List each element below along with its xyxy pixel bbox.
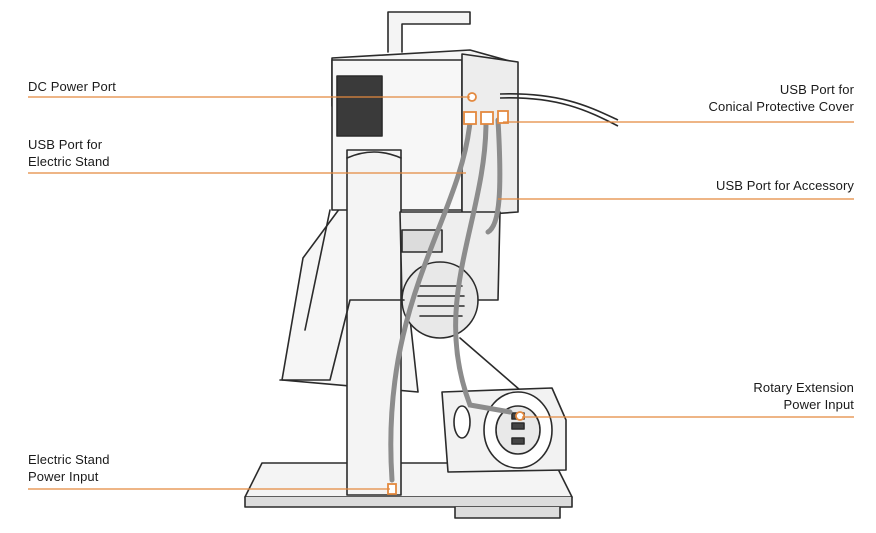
dc-power-cable bbox=[499, 97, 619, 127]
label-usb-port-electric-stand: USB Port for Electric Stand bbox=[28, 137, 110, 169]
label-usb-port-accessory: USB Port for Accessory bbox=[715, 178, 854, 193]
label-electric-stand-power-input: Electric Stand Power Input bbox=[28, 452, 110, 484]
label-usb-port-conical-cover: USB Port for Conical Protective Cover bbox=[708, 82, 854, 114]
cone-arm bbox=[279, 299, 405, 381]
label-dc-power-port: DC Power Port bbox=[28, 79, 116, 94]
label-rotary-extension-power-input: Rotary Extension Power Input bbox=[753, 380, 854, 412]
rotary-extension bbox=[441, 387, 567, 473]
laser-head bbox=[399, 211, 501, 339]
leader-lines bbox=[28, 96, 854, 490]
handle bbox=[387, 11, 471, 53]
